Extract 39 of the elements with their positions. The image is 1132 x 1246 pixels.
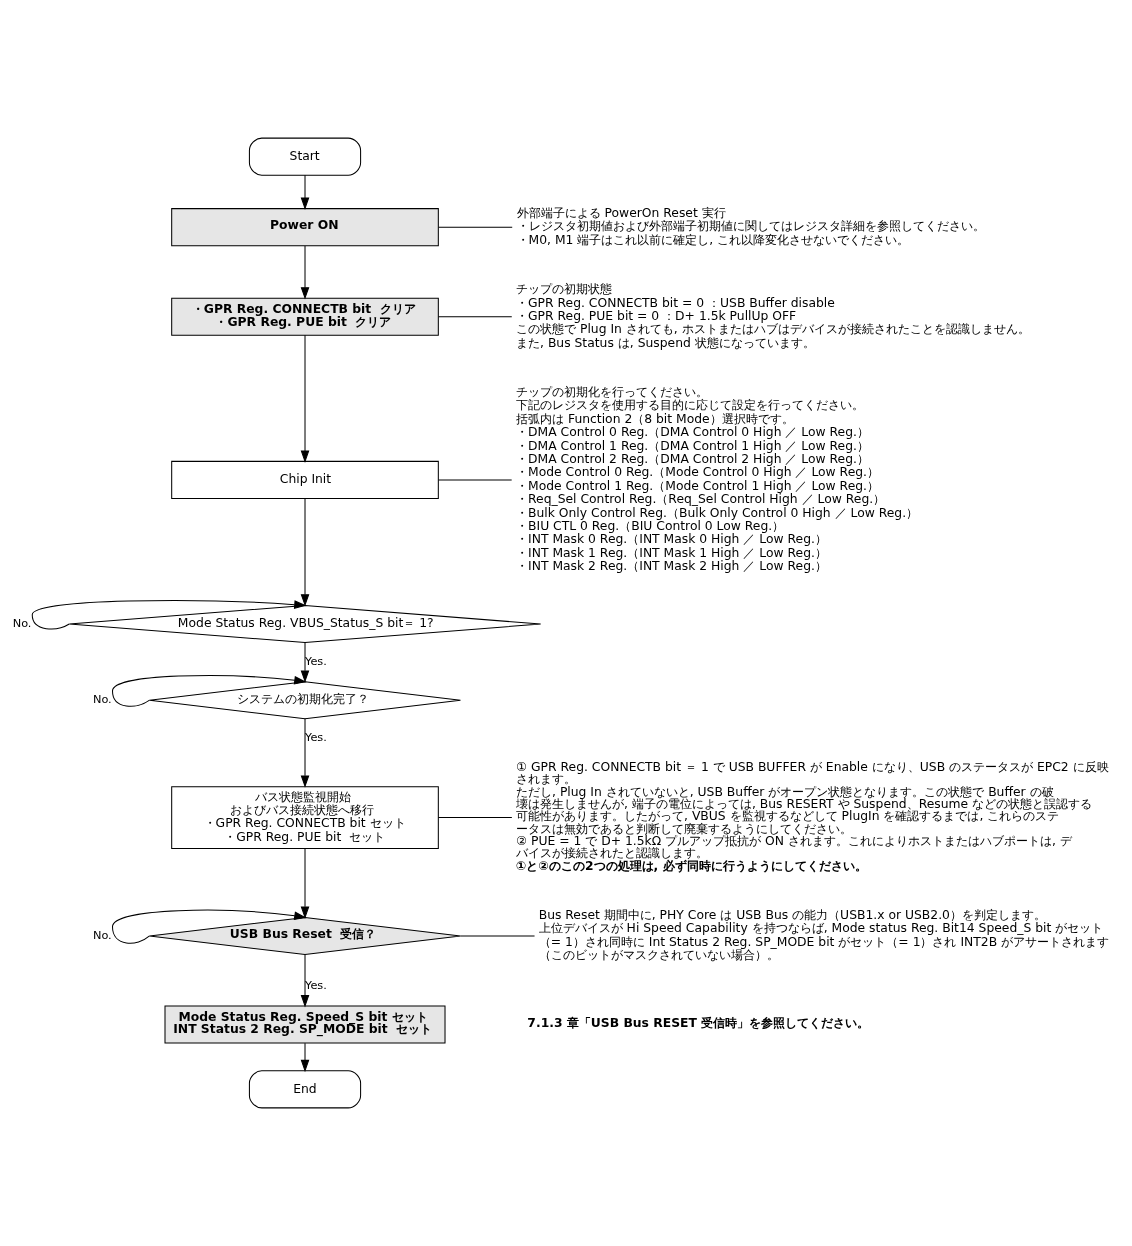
node-box: Power ON (171, 208, 439, 247)
node-text: チップの初期状態 ・GPR Reg. CONNECTB bit = 0 ：USB Buffer disable ・GPR Reg. PUE bit = 0 ：D+ 1.5k PullUp OFF この状態で Plug In されても, ホストまたはハブはデバイスが接続されたことを認識しません。 また, Bus Status は, Suspend 状態になっています。 (516, 282, 1030, 350)
node-box: ・GPR Reg. CONNECTB bit クリア ・GPR Reg. PUE bit クリア (171, 297, 439, 336)
edge-label: No. (92, 692, 112, 707)
arrow (300, 642, 310, 683)
edge-label: No. (12, 615, 32, 630)
arrow (300, 848, 310, 919)
node-text: 外部端子による PowerOn Reset 実行 ・レジスタ初期値および外部端子初期値に関してはレジスタ詳細を参照してください。 ・M0, M1 端子はこれ以前に確定し, これ以降変化させないでください。 (516, 205, 985, 247)
edge-label: Yes. (305, 730, 327, 745)
connector (437, 817, 513, 819)
edge-label: Yes. (305, 654, 327, 668)
arrow (300, 334, 310, 463)
node-box: End (248, 1070, 362, 1109)
node-diamond: Mode Status Reg. VBUS_Status_S bit＝ 1? (68, 605, 542, 644)
arrow (112, 675, 307, 707)
arrow (112, 909, 307, 944)
label: 7.1.3 章「USB Bus RESET 受信時」を参照してください。 (527, 1015, 870, 1030)
edge-label: Yes. (305, 978, 327, 993)
node-box: Start (248, 137, 362, 176)
edge-label: No. (92, 927, 112, 942)
arrow (300, 174, 310, 210)
node-diamond: システムの初期化完了？ (149, 681, 461, 720)
connector (438, 226, 513, 228)
arrow (300, 1042, 310, 1073)
arrow (300, 954, 310, 1008)
node-box: Mode Status Reg. Speed_S bit セット INT Status 2 Reg. SP_MODE bit セット (164, 1005, 446, 1044)
node-diamond: USB Bus Reset 受信？ (149, 916, 461, 955)
arrow (31, 600, 307, 630)
node-box: Chip Init (171, 460, 439, 499)
node-text: Bus Reset 期間中に, PHY Core は USB Bus の能力（USB1.x or USB2.0）を判定します。 上位デバイスが Hi Speed Capability を持つならば, Mode status Reg. Bit14 Speed_S bit がセット（= 1）され同時に Int Status 2 Reg. SP_MODE bit がセット（= 1）され INT2B がアサートされます（このビットがマスクされていない場合）。 (538, 908, 1110, 963)
connector (438, 479, 513, 481)
connector (459, 935, 536, 937)
node-box: バス状態監視開始 およびバス接続状態へ移行 ・GPR Reg. CONNECTB bit セット ・GPR Reg. PUE bit セット (171, 786, 439, 849)
arrow (300, 498, 310, 607)
node-text: ① GPR Reg. CONNECTB bit ＝ 1 で USB BUFFER が Enable になり、USB のステータスが EPC2 に反映されます。 ただし, Plug In されていないと, USB Buffer がオープン状態となります。この状態で Buffer の破壊は発生しませんが, 端子の電位によっては, Bus RESERT や Suspend、Resume などの状態と誤認する可能性があります。したがって, VBUS を監視するなどして PlugIn を確認するまでは, これらのステータスは無効であると判断して廃棄するようにしてください。 ② PUE = 1 で D+ 1.5kΩ プルアップ抵抗が ON されます。これによりホストまたはハブポートは, デバイスが接続されたと認識します。 ①と②のこの2つの処理は, 必ず同時に行うようにしてください。 (516, 759, 1109, 873)
connector (437, 316, 513, 318)
node-text: チップの初期化を行ってください。 下記のレジスタを使用する目的に応じて設定を行ってください。 括弧内は Function 2（8 bit Mode）選択時です。 ・DMA Control 0 Reg.（DMA Control 0 High ／ Low Reg.） ・DMA Control 1 Reg.（DMA Control 1 High ／ Low Reg.） ・DMA Control 2 Reg.（DMA Control 2 High ／ Low Reg.） ・Mode Control 0 Reg.（Mode Control 0 High ／ Low Reg.） ・Mode Control 1 Reg.（Mode Control 1 High ／ Low Reg.） ・Req_Sel Control Reg.（Req_Sel Control High ／ Low Reg.） ・Bulk Only Control Reg.（Bulk Only Control 0 High ／ Low Reg.） ・BIU CTL 0 Reg.（BIU Control 0 Low Reg.） ・INT Mask 0 Reg.（INT Mask 0 High ／ Low Reg.） ・INT Mask 1 Reg.（INT Mask 1 High ／ Low Reg.） ・INT Mask 2 Reg.（INT Mask 2 High ／ Low Reg.） (516, 385, 919, 574)
arrow (300, 245, 310, 300)
arrow (300, 718, 310, 788)
